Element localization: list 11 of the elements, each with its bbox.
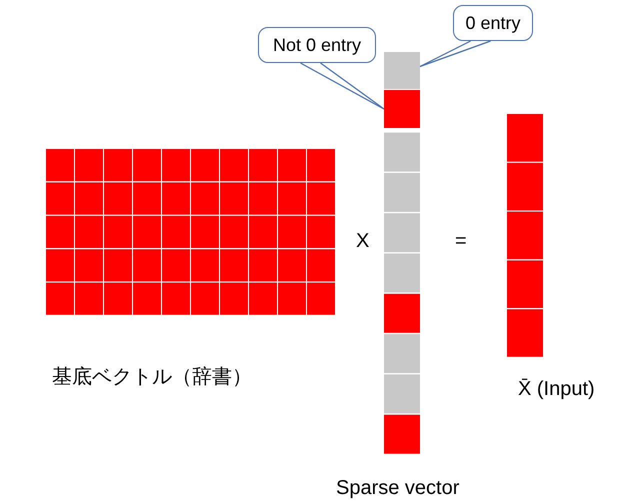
dictionary-label: 基底ベクトル（辞書） — [52, 365, 252, 390]
leader-line — [300, 62, 384, 110]
input-label: X̄ (Input) — [518, 377, 595, 402]
vector-cell — [384, 52, 420, 89]
equals-sign: = — [455, 229, 467, 254]
callout-bubble: Not 0 entry — [258, 27, 376, 63]
callout-bubble: 0 entry — [453, 5, 533, 41]
multiply-sign: X — [356, 229, 370, 254]
leader-line — [420, 40, 471, 68]
vector-caption: Sparse vector — [336, 476, 460, 501]
vector-cell — [384, 90, 420, 128]
